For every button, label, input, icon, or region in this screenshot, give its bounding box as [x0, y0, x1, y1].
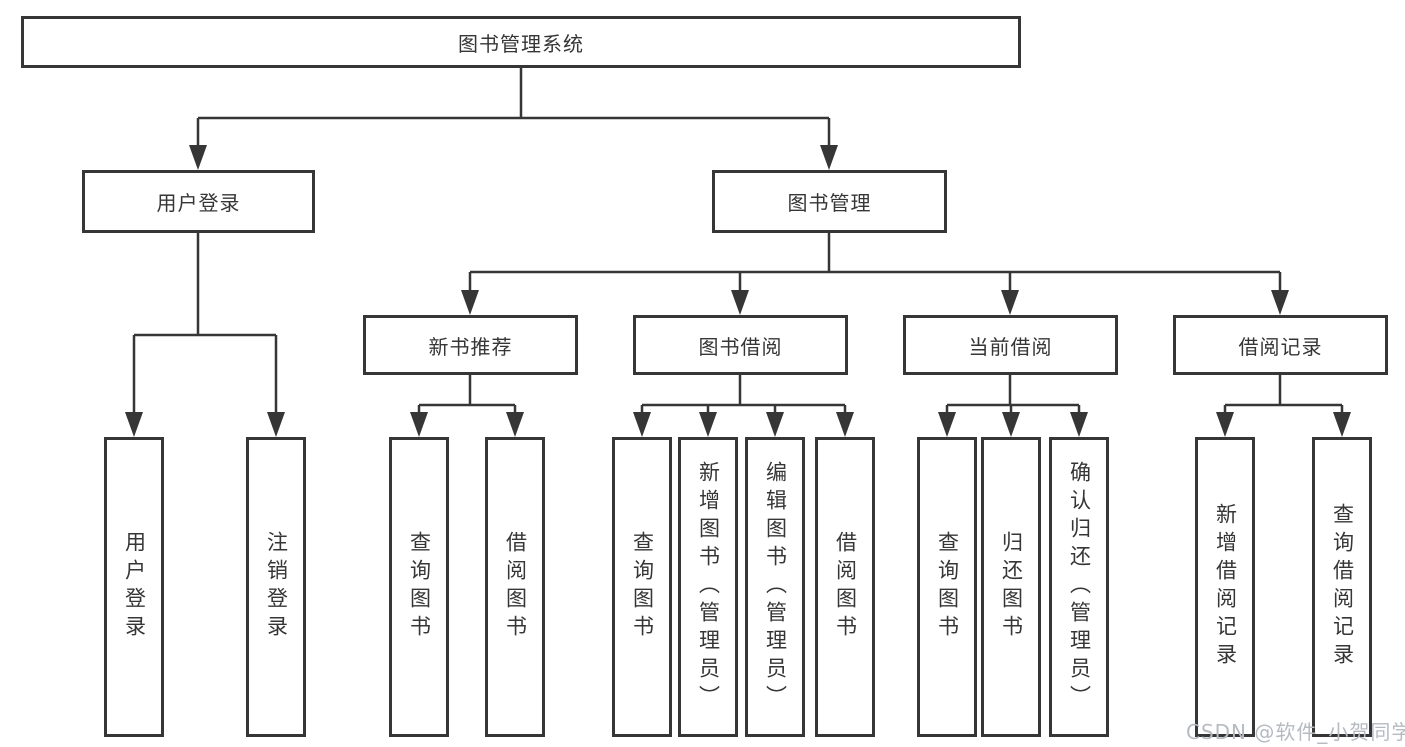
leaf-confirm-return-admin: 确认归还（管理员）: [1049, 437, 1109, 737]
node-book-management: 图书管理: [712, 170, 947, 233]
leaf-add-books-admin: 新增图书（管理员）: [678, 437, 738, 737]
leaf-query-books-recommend: 查询图书: [389, 437, 449, 737]
node-user-login: 用户登录: [82, 170, 315, 233]
node-root-system: 图书管理系统: [21, 16, 1021, 68]
leaf-query-books-borrowing: 查询图书: [612, 437, 672, 737]
leaf-return-books: 归还图书: [981, 437, 1041, 737]
leaf-edit-books-admin: 编辑图书（管理员）: [745, 437, 805, 737]
node-current-borrowing: 当前借阅: [903, 315, 1118, 375]
leaf-query-books-current: 查询图书: [917, 437, 977, 737]
leaf-borrow-books-borrowing: 借阅图书: [815, 437, 875, 737]
node-new-book-recommend: 新书推荐: [363, 315, 578, 375]
watermark-text: CSDN @软件_小贺同学: [1186, 720, 1405, 744]
leaf-user-login: 用户登录: [104, 437, 164, 737]
arrowheads: [125, 145, 1351, 437]
leaf-borrow-books-recommend: 借阅图书: [485, 437, 545, 737]
leaf-add-borrow-record: 新增借阅记录: [1195, 437, 1255, 737]
node-borrow-records: 借阅记录: [1173, 315, 1388, 375]
leaf-logout: 注销登录: [246, 437, 306, 737]
node-book-borrowing: 图书借阅: [633, 315, 848, 375]
leaf-query-borrow-record: 查询借阅记录: [1312, 437, 1372, 737]
